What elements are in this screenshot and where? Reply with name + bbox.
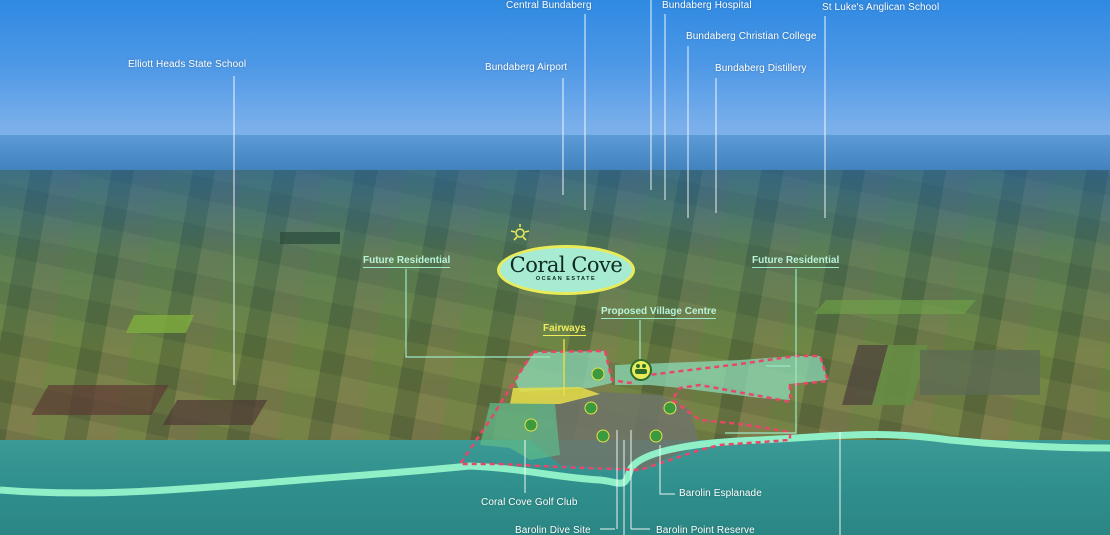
label-bundaberg-hospital: Bundaberg Hospital — [662, 0, 752, 11]
label-barolin-esplanade: Barolin Esplanade — [679, 488, 762, 499]
people-community-icon — [630, 359, 652, 381]
label-elliott-heads-state-school: Elliott Heads State School — [128, 59, 247, 70]
zone-label-fairways: Fairways — [543, 323, 586, 336]
label-bundaberg-christian-college: Bundaberg Christian College — [686, 31, 817, 42]
zone-label-future-residential-west: Future Residential — [363, 255, 451, 268]
horizon-haze — [0, 135, 1110, 175]
zone-leaders — [405, 269, 797, 434]
field — [280, 232, 340, 244]
brand-name: Coral Cove — [509, 253, 623, 277]
label-barolin-point-reserve: Barolin Point Reserve — [656, 525, 755, 535]
label-coral-cove-golf-club: Coral Cove Golf Club — [481, 497, 578, 508]
label-bundaberg-distillery: Bundaberg Distillery — [715, 63, 807, 74]
field — [920, 350, 1040, 395]
label-st-lukes-anglican-school: St Luke's Anglican School — [822, 2, 940, 13]
zone-label-proposed-village-centre: Proposed Village Centre — [601, 306, 717, 319]
label-barolin-dive-site: Barolin Dive Site — [515, 525, 591, 535]
brand-logo: Coral Cove OCEAN ESTATE — [497, 245, 635, 295]
estate-boundary — [457, 349, 830, 472]
sun-icon — [510, 224, 530, 241]
park-icons — [524, 367, 677, 443]
brand-subtitle: OCEAN ESTATE — [535, 276, 597, 282]
leader-lines — [233, 0, 841, 535]
sky — [0, 0, 1110, 145]
coastline — [0, 431, 1110, 497]
label-bundaberg-airport: Bundaberg Airport — [485, 62, 568, 73]
zone-label-future-residential-east: Future Residential — [752, 255, 840, 268]
label-central-bundaberg: Central Bundaberg — [506, 0, 592, 11]
